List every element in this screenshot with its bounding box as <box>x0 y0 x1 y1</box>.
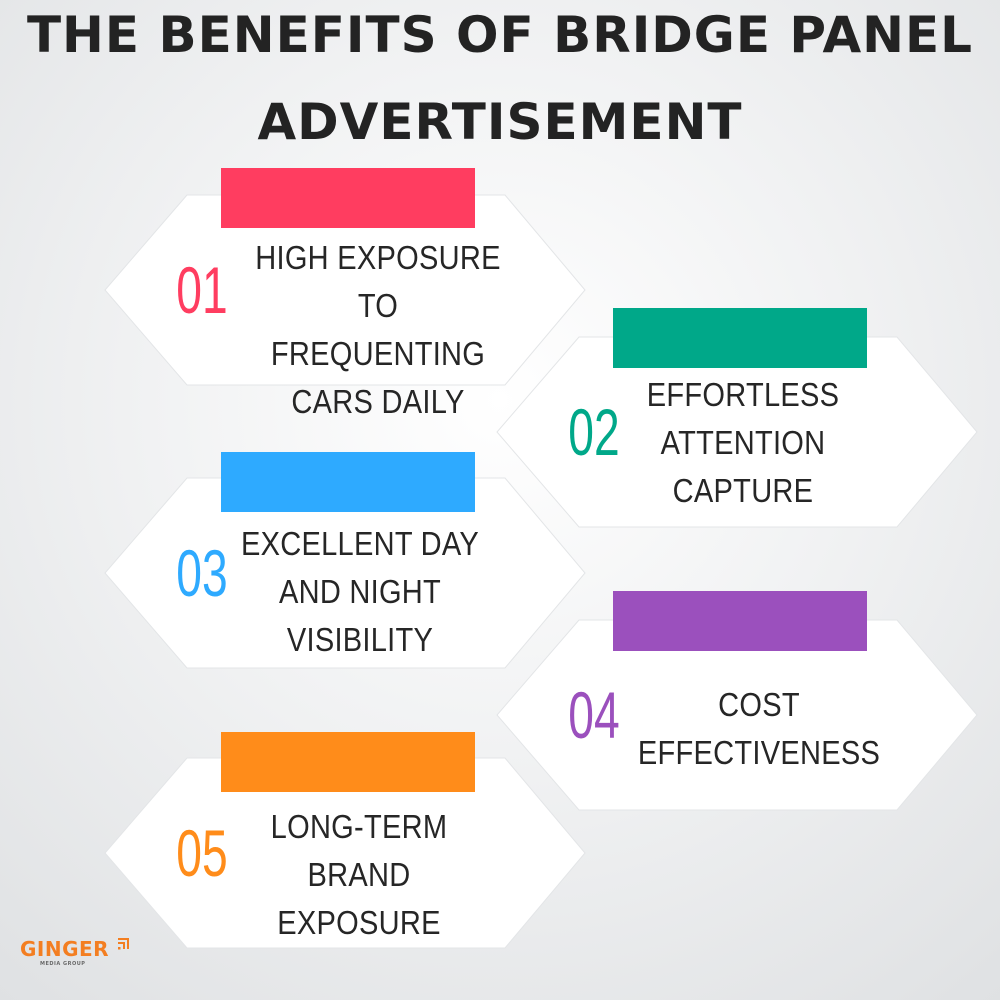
hexagon-card-shape <box>496 619 978 811</box>
benefit-label-line: EFFECTIVENESS <box>637 734 881 771</box>
benefit-label-line: EFFORTLESS <box>646 376 840 413</box>
logo-subtitle: MEDIA GROUP <box>40 961 86 967</box>
page-title-line-2: ADVERTISEMENT <box>257 93 743 151</box>
benefit-color-bar <box>221 168 475 228</box>
benefit-label-line: COST <box>718 686 800 723</box>
benefit-card-05: 05 LONG-TERM BRAND EXPOSURE <box>104 732 586 949</box>
benefit-label-line: CAPTURE <box>672 472 814 509</box>
benefit-card-02: 02 EFFORTLESS ATTENTION CAPTURE <box>496 308 978 528</box>
benefit-card-04: 04 COST EFFECTIVENESS <box>496 591 978 811</box>
benefit-color-bar <box>613 591 867 651</box>
benefit-label-line: BRAND <box>307 856 411 893</box>
benefit-label-line: TO FREQUENTING <box>270 287 486 372</box>
benefit-label-line: ATTENTION <box>660 424 826 461</box>
benefit-label: COST EFFECTIVENESS <box>631 681 886 777</box>
benefit-number: 03 <box>176 536 228 610</box>
benefit-number: 05 <box>176 816 228 890</box>
benefit-label: LONG-TERM BRAND EXPOSURE <box>231 803 486 947</box>
logo-wordmark: GINGER <box>20 937 110 961</box>
benefit-label: HIGH EXPOSURE TO FREQUENTING CARS DAILY <box>250 234 505 426</box>
benefit-color-bar <box>221 732 475 792</box>
benefit-color-bar <box>221 452 475 512</box>
signal-icon <box>118 938 129 950</box>
hexagon-card-shape <box>104 477 586 669</box>
page-title-line-1: THE BENEFITS OF BRIDGE PANEL <box>26 6 974 64</box>
hexagon-card-shape <box>104 194 586 386</box>
brand-logo: GINGER MEDIA GROUP <box>20 937 150 977</box>
benefit-label-line: EXPOSURE <box>277 904 441 941</box>
benefit-label-line: LONG-TERM <box>270 808 448 845</box>
benefit-number: 01 <box>176 253 228 327</box>
benefit-label: EXCELLENT DAY AND NIGHT VISIBILITY <box>232 520 487 664</box>
benefit-card-03: 03 EXCELLENT DAY AND NIGHT VISIBILITY <box>104 452 586 669</box>
benefit-label-line: EXCELLENT DAY <box>240 525 479 562</box>
benefit-card-01: 01 HIGH EXPOSURE TO FREQUENTING CARS DAI… <box>104 168 586 420</box>
benefit-label: EFFORTLESS ATTENTION CAPTURE <box>615 371 870 515</box>
hexagon-card-shape <box>104 757 586 949</box>
benefit-label-line: CARS DAILY <box>291 383 465 420</box>
benefit-number: 04 <box>568 678 620 752</box>
benefit-label-line: HIGH EXPOSURE <box>255 239 501 276</box>
benefit-color-bar <box>613 308 867 368</box>
benefit-number: 02 <box>568 395 620 469</box>
hexagon-card-shape <box>496 336 978 528</box>
benefit-label-line: AND NIGHT <box>278 573 442 610</box>
benefit-label-line: VISIBILITY <box>286 621 434 658</box>
